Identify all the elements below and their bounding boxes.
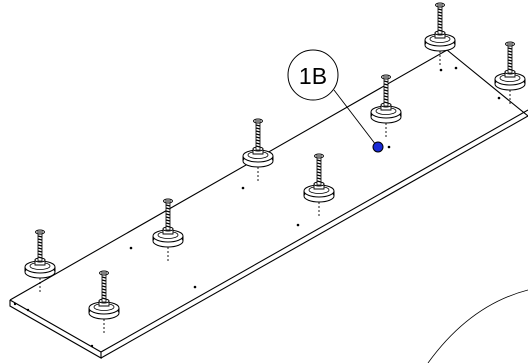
leveling-foot [424,2,456,66]
leveling-foot [242,118,274,182]
callout-label: 1B [299,63,327,89]
leveling-foot [494,41,526,105]
callout-leader [333,89,377,146]
highlight-marker [372,141,384,153]
leveling-foot [24,229,56,293]
leveling-foot [152,198,184,262]
board-holes [129,66,501,289]
board-panel [9,49,528,359]
leveling-foot [303,153,335,217]
callout-bubble: 1B [287,49,339,101]
arc-outline [427,289,528,363]
leveling-foot [370,74,402,138]
leveling-foot [88,270,120,334]
